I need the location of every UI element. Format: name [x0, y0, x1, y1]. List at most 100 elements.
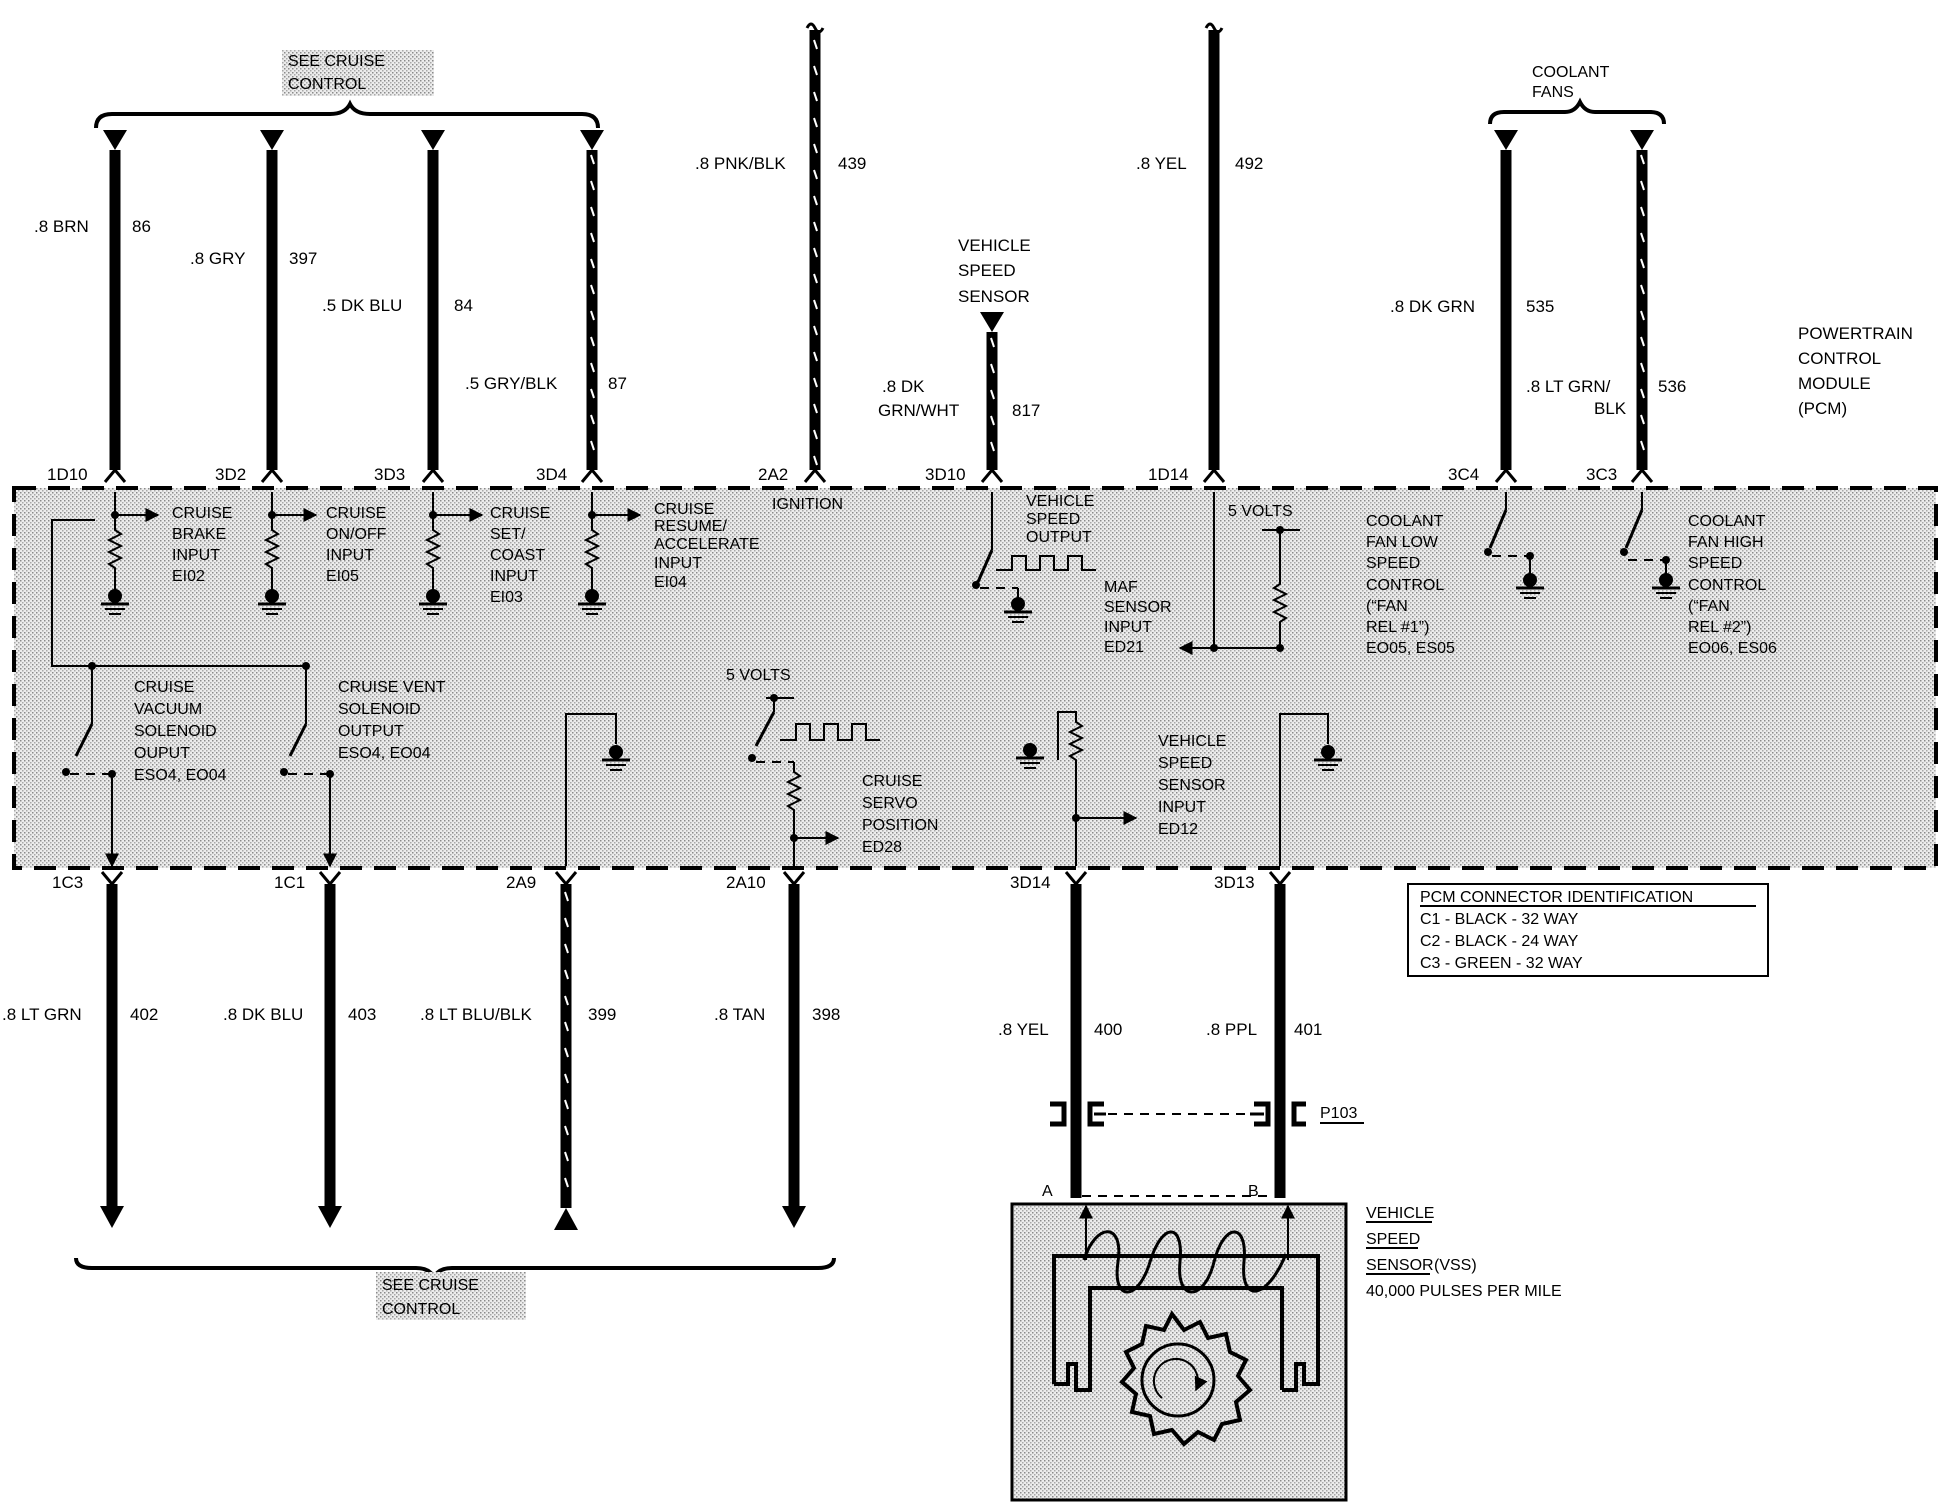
wire-tracer-mark	[1640, 440, 1645, 451]
wire-color-label: .8 GRY	[190, 249, 245, 268]
svg-text:CRUISE: CRUISE	[134, 679, 194, 696]
svg-text:COAST: COAST	[490, 547, 545, 564]
cruise-vent-text: CRUISE VENT SOLENOID OUTPUT ESO4, EO04	[338, 679, 446, 762]
circuit-number: 399	[588, 1005, 616, 1024]
wire-tracer-mark	[564, 1125, 569, 1136]
wire-color-label-l2: BLK	[1594, 399, 1627, 418]
wire-color-label: .8 BRN	[34, 217, 89, 236]
pin-label: 3C4	[1448, 465, 1479, 484]
wire-tracer-mark	[990, 389, 995, 400]
coolant-fan-high-control: COOLANT FAN HIGH SPEED CONTROL (“FAN REL…	[1620, 492, 1777, 657]
wire-tracer-mark	[813, 117, 818, 128]
wire-tracer-mark	[813, 299, 818, 310]
svg-text:ESO4, EO04: ESO4, EO04	[338, 745, 431, 762]
wire-402: .8 LT GRN 402 1C3	[2, 871, 158, 1228]
five-volts-label: 5 VOLTS	[1228, 503, 1293, 520]
cruise-onoff-input: CRUISE ON/OFF INPUT EI05	[258, 492, 387, 615]
svg-text:COOLANT: COOLANT	[1688, 513, 1766, 530]
svg-text:INPUT: INPUT	[172, 547, 220, 564]
wire-color-label: .8 PPL	[1206, 1020, 1257, 1039]
svg-text:SEE CRUISE: SEE CRUISE	[288, 53, 385, 70]
wire-tracer-mark	[590, 284, 595, 295]
wire-tracer-mark	[990, 441, 995, 452]
wire-tracer-mark	[564, 1151, 569, 1162]
wire-tracer-mark	[590, 154, 595, 165]
svg-text:(“FAN: (“FAN	[1688, 598, 1730, 615]
svg-text:40,000 PULSES PER MILE: 40,000 PULSES PER MILE	[1366, 1283, 1562, 1300]
wire-color-label: .8 LT GRN	[2, 1005, 82, 1024]
wire-tracer-mark	[564, 1021, 569, 1032]
circuit-number: 535	[1526, 297, 1554, 316]
svg-text:EI04: EI04	[654, 574, 687, 591]
wire-tracer-mark	[813, 351, 818, 362]
wire-stripe	[990, 337, 995, 452]
pin-label: 3C3	[1586, 465, 1617, 484]
wire-tracer-mark	[1640, 206, 1645, 217]
wire-color-label: .8 YEL	[1136, 154, 1187, 173]
svg-text:CONTROL: CONTROL	[288, 76, 366, 93]
wire-tracer-mark	[813, 325, 818, 336]
svg-text:ED28: ED28	[862, 839, 902, 856]
wire-color-label: .8 DK GRN	[1390, 297, 1475, 316]
cruise-vacuum-solenoid: CRUISE VACUUM SOLENOID OUPUT ESO4, EO04	[62, 666, 227, 868]
svg-text:OUPUT: OUPUT	[134, 745, 190, 762]
svg-text:SPEED: SPEED	[1026, 511, 1080, 528]
svg-text:RESUME/: RESUME/	[654, 518, 727, 535]
svg-text:FAN LOW: FAN LOW	[1366, 534, 1439, 551]
wire-color-label: .8 PNK/BLK	[695, 154, 786, 173]
svg-text:ESO4, EO04: ESO4, EO04	[134, 767, 227, 784]
wire-tracer-mark	[813, 143, 818, 154]
wire-tracer-mark	[990, 337, 995, 348]
circuit-number: 86	[132, 217, 151, 236]
wire-color-label: .8 DK BLU	[223, 1005, 303, 1024]
circuit-number: 400	[1094, 1020, 1122, 1039]
circuit-number: 403	[348, 1005, 376, 1024]
svg-text:SERVO: SERVO	[862, 795, 918, 812]
connector-id-row: C3 - GREEN - 32 WAY	[1420, 955, 1583, 972]
wire-tracer-mark	[813, 169, 818, 180]
svg-text:SENSOR: SENSOR	[1366, 1257, 1434, 1274]
wire-401: .8 PPL 401 3D13	[1206, 871, 1322, 1198]
wire-color-label: .5 DK BLU	[322, 296, 402, 315]
svg-text:ON/OFF: ON/OFF	[326, 526, 387, 543]
svg-text:INPUT: INPUT	[490, 568, 538, 585]
see-cruise-bottom-l1: SEE CRUISE	[382, 1277, 479, 1294]
reluctor-wheel	[1119, 1310, 1253, 1447]
wire-tracer-mark	[564, 891, 569, 902]
pin-label: 1D14	[1148, 465, 1189, 484]
maf-text: MAF SENSOR INPUT ED21	[1104, 579, 1172, 656]
pin-label: 3D13	[1214, 873, 1255, 892]
svg-text:COOLANT: COOLANT	[1532, 64, 1610, 81]
svg-text:ED21: ED21	[1104, 639, 1144, 656]
vss-label-l2: SPEED	[958, 261, 1016, 280]
svg-text:EO05, ES05: EO05, ES05	[1366, 640, 1455, 657]
wire-tracer-mark	[590, 232, 595, 243]
wire-tracer-mark	[1640, 362, 1645, 373]
vss-pin-a: A	[1042, 1183, 1053, 1200]
svg-text:SET/: SET/	[490, 526, 526, 543]
wire-tracer-mark	[813, 455, 818, 466]
vss-output-text: VEHICLE SPEED OUTPUT	[1026, 493, 1094, 546]
svg-text:MODULE: MODULE	[1798, 374, 1871, 393]
pin-label: 3D14	[1010, 873, 1051, 892]
wire-tracer-mark	[590, 310, 595, 321]
svg-text:VEHICLE: VEHICLE	[1366, 1205, 1434, 1222]
circuit-number: 87	[608, 374, 627, 393]
svg-text:VEHICLE: VEHICLE	[1026, 493, 1094, 510]
cruise-vacuum-text: CRUISE VACUUM SOLENOID OUPUT ESO4, EO04	[134, 679, 227, 784]
pcm-module-box	[12, 486, 1938, 870]
wire-tracer-mark	[564, 943, 569, 954]
ground-399-path	[565, 713, 630, 866]
wire-tracer-mark	[590, 206, 595, 217]
vss-pin-b: B	[1248, 1183, 1259, 1200]
pin-label: 3D4	[536, 465, 567, 484]
wire-color-label: .5 GRY/BLK	[465, 374, 558, 393]
circuit-number: 492	[1235, 154, 1263, 173]
svg-text:SPEED: SPEED	[1688, 555, 1742, 572]
svg-text:COOLANT: COOLANT	[1366, 513, 1444, 530]
connector-id-title: PCM CONNECTOR IDENTIFICATION	[1420, 889, 1693, 906]
coolant-fans-ref: COOLANT FANS	[1488, 64, 1666, 125]
svg-text:EO06, ES06: EO06, ES06	[1688, 640, 1777, 657]
wire-tracer-mark	[990, 415, 995, 426]
